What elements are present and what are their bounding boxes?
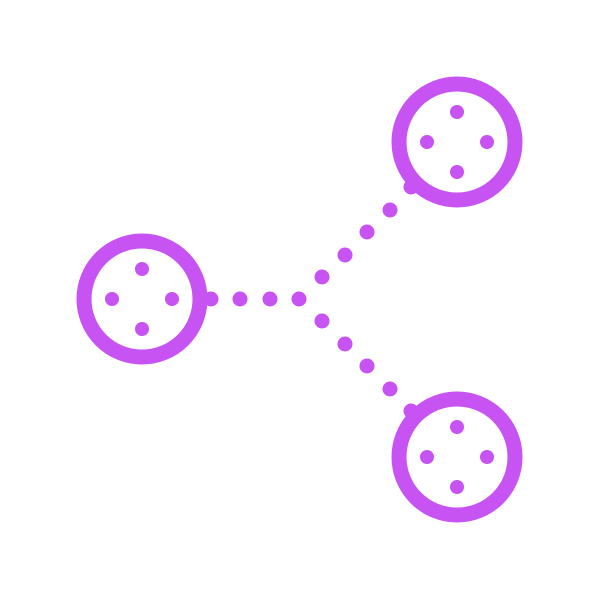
node-circles (76, 76, 523, 523)
connector-dot (382, 381, 398, 397)
connector-dot (232, 291, 248, 307)
node-top-right-inner-dot (480, 135, 494, 149)
connector-dots (203, 179, 419, 419)
node-top-right (391, 76, 523, 208)
connector-dot (262, 291, 278, 307)
node-top-right-inner-dot (450, 105, 464, 119)
connector-dot (314, 313, 330, 329)
node-left-inner-dot (135, 262, 149, 276)
connector-dot (359, 358, 375, 374)
node-bottom-right (391, 391, 523, 523)
node-top-right-ring (391, 76, 523, 208)
node-bottom-right-inner-dot (450, 480, 464, 494)
node-left-inner-dot (105, 292, 119, 306)
node-left-inner-dot (165, 292, 179, 306)
connector-dot (359, 224, 375, 240)
connector-dot (382, 202, 398, 218)
connector-dot (337, 336, 353, 352)
node-left-ring (76, 233, 208, 365)
node-bottom-right-ring (391, 391, 523, 523)
connector-dot (337, 247, 353, 263)
node-bottom-right-inner-dot (450, 420, 464, 434)
connector-dot (314, 269, 330, 285)
node-bottom-right-inner-dot (420, 450, 434, 464)
node-bottom-right-inner-dot (480, 450, 494, 464)
connector-dot (291, 291, 307, 307)
node-left (76, 233, 208, 365)
node-top-right-inner-dot (420, 135, 434, 149)
node-top-right-inner-dot (450, 165, 464, 179)
node-left-inner-dot (135, 322, 149, 336)
